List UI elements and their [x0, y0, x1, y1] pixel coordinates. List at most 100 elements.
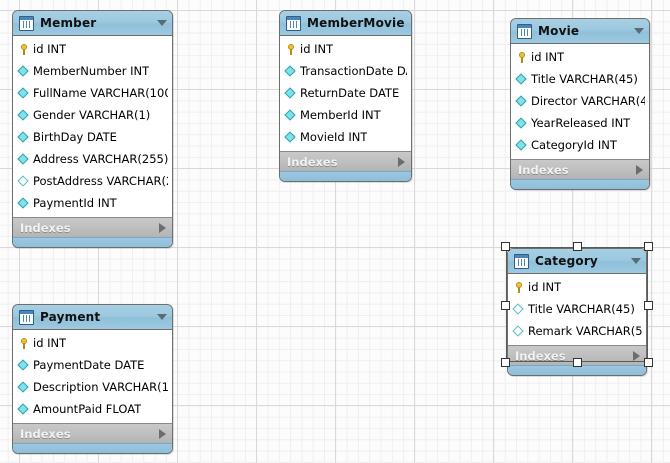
column-row[interactable]: PaymentDate DATE — [13, 354, 172, 376]
chevron-down-icon[interactable] — [410, 20, 411, 26]
table-footer-strip — [280, 171, 411, 181]
indexes-label: Indexes — [20, 220, 71, 235]
table-icon — [19, 309, 34, 325]
column-icon — [18, 197, 30, 210]
column-row[interactable]: Title VARCHAR(45) — [508, 298, 646, 320]
column-label: id INT — [33, 336, 67, 350]
chevron-right-icon[interactable] — [159, 428, 166, 439]
indexes-section-membermovie[interactable]: Indexes — [280, 151, 411, 171]
column-icon — [285, 131, 297, 144]
indexes-section-movie[interactable]: Indexes — [511, 159, 649, 179]
column-label: MovieId INT — [300, 130, 368, 144]
column-row[interactable]: id INT — [511, 46, 649, 68]
chevron-right-icon[interactable] — [159, 222, 166, 233]
column-row[interactable]: MemberId INT — [280, 104, 411, 126]
column-row[interactable]: AmountPaid FLOAT — [13, 398, 172, 420]
table-header-category[interactable]: Category — [508, 249, 646, 274]
column-label: Title VARCHAR(45) — [528, 302, 635, 316]
resize-handle-n[interactable] — [573, 242, 582, 251]
column-row[interactable]: MovieId INT — [280, 126, 411, 148]
primary-key-icon — [516, 51, 528, 64]
indexes-section-member[interactable]: Indexes — [13, 217, 172, 237]
column-label: BirthDay DATE — [33, 130, 117, 144]
chevron-right-icon[interactable] — [633, 350, 640, 361]
column-row[interactable]: Remark VARCHAR(500) — [508, 320, 646, 342]
column-label: Director VARCHAR(45) — [531, 94, 645, 108]
table-footer-strip — [13, 443, 172, 453]
resize-handle-sw[interactable] — [501, 358, 510, 367]
primary-key-icon — [285, 43, 297, 56]
column-list: id INT Title VARCHAR(45) Director VARCHAR(… — [511, 44, 649, 159]
column-row[interactable]: Director VARCHAR(45) — [511, 90, 649, 112]
chevron-down-icon[interactable] — [157, 314, 167, 320]
column-row[interactable]: ReturnDate DATE — [280, 82, 411, 104]
table-name-label: Member — [40, 16, 97, 30]
primary-key-icon — [18, 43, 30, 56]
resize-handle-e[interactable] — [644, 300, 653, 310]
resize-handle-se[interactable] — [644, 358, 653, 367]
table-header-membermovie[interactable]: MemberMovie — [280, 11, 411, 36]
column-row[interactable]: Description VARCHAR(100) — [13, 376, 172, 398]
column-icon — [18, 403, 30, 416]
primary-key-icon — [18, 337, 30, 350]
column-row[interactable]: MemberNumber INT — [13, 60, 172, 82]
column-row[interactable]: FullName VARCHAR(100) — [13, 82, 172, 104]
chevron-right-icon[interactable] — [398, 156, 405, 167]
resize-handle-nw[interactable] — [501, 242, 510, 251]
primary-key-icon — [513, 281, 525, 294]
column-row[interactable]: YearReleased INT — [511, 112, 649, 134]
resize-handle-w[interactable] — [501, 300, 510, 310]
table-figure-category[interactable]: Category id INT Title VARCHAR(45) Remark VA… — [507, 248, 647, 376]
column-row[interactable]: Address VARCHAR(255) — [13, 148, 172, 170]
column-row[interactable]: PaymentId INT — [13, 192, 172, 214]
column-icon — [18, 359, 30, 372]
column-row[interactable]: BirthDay DATE — [13, 126, 172, 148]
column-row[interactable]: CategoryId INT — [511, 134, 649, 156]
chevron-down-icon[interactable] — [634, 28, 644, 34]
column-label: PostAddress VARCHAR(255) — [33, 174, 168, 188]
column-icon — [516, 139, 528, 152]
indexes-label: Indexes — [518, 162, 569, 177]
column-label: CategoryId INT — [531, 138, 617, 152]
resize-handle-ne[interactable] — [644, 242, 653, 251]
table-header-payment[interactable]: Payment — [13, 305, 172, 330]
column-label: Address VARCHAR(255) — [33, 152, 168, 166]
column-icon — [285, 87, 297, 100]
column-label: Gender VARCHAR(1) — [33, 108, 151, 122]
column-row[interactable]: TransactionDate DATE — [280, 60, 411, 82]
column-label: PaymentDate DATE — [33, 358, 145, 372]
column-icon — [18, 65, 30, 78]
column-icon — [285, 65, 297, 78]
table-figure-payment[interactable]: Payment id INT PaymentDate DATE Description… — [12, 304, 173, 454]
table-header-member[interactable]: Member — [13, 11, 172, 36]
column-row[interactable]: PostAddress VARCHAR(255) — [13, 170, 172, 192]
table-icon — [514, 253, 529, 269]
indexes-label: Indexes — [20, 426, 71, 441]
column-label: AmountPaid FLOAT — [33, 402, 142, 416]
column-row[interactable]: Title VARCHAR(45) — [511, 68, 649, 90]
column-icon — [18, 153, 30, 166]
table-header-movie[interactable]: Movie — [511, 19, 649, 44]
column-row[interactable]: id INT — [280, 38, 411, 60]
table-name-label: Category — [535, 254, 598, 268]
column-row[interactable]: id INT — [13, 38, 172, 60]
indexes-label: Indexes — [515, 348, 566, 363]
column-row[interactable]: Gender VARCHAR(1) — [13, 104, 172, 126]
column-label: PaymentId INT — [33, 196, 117, 210]
resize-handle-s[interactable] — [573, 358, 582, 367]
indexes-section-category[interactable]: Indexes — [508, 345, 646, 365]
column-icon — [516, 117, 528, 130]
column-row[interactable]: id INT — [508, 276, 646, 298]
column-row[interactable]: id INT — [13, 332, 172, 354]
chevron-down-icon[interactable] — [631, 258, 641, 264]
indexes-label: Indexes — [287, 154, 338, 169]
chevron-down-icon[interactable] — [157, 20, 167, 26]
indexes-section-payment[interactable]: Indexes — [13, 423, 172, 443]
column-label: Title VARCHAR(45) — [531, 72, 638, 86]
chevron-right-icon[interactable] — [636, 164, 643, 175]
